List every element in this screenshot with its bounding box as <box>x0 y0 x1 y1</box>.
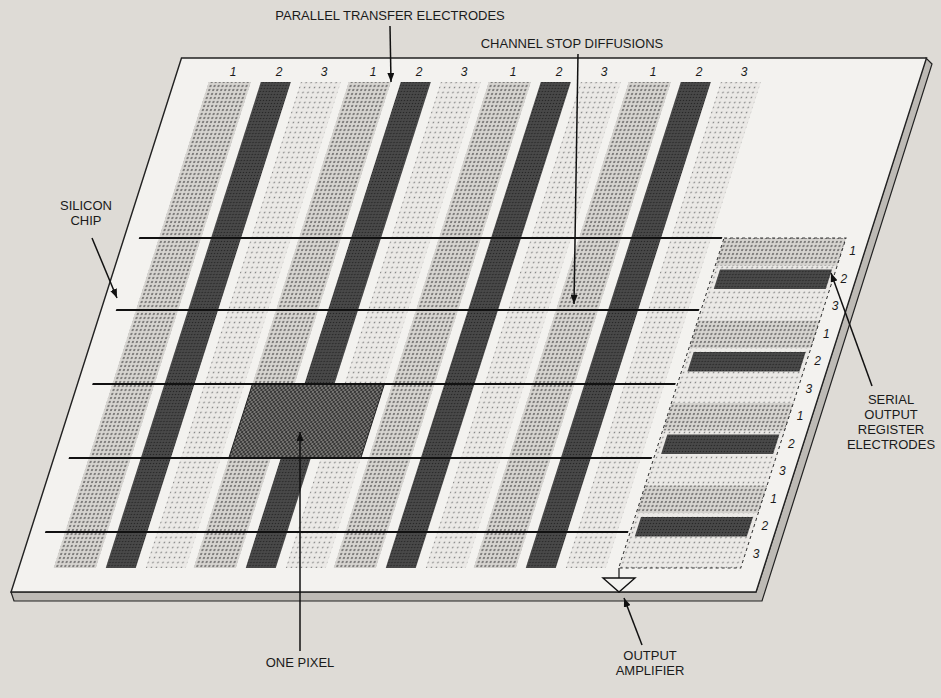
phase-number: 1 <box>230 66 237 79</box>
channel-stop <box>139 237 722 239</box>
serial-electrode-2 <box>635 517 753 537</box>
phase-number: 1 <box>650 66 657 79</box>
phase-number: 1 <box>770 493 777 506</box>
serial-electrode-1 <box>715 238 846 266</box>
phase-number: 1 <box>797 410 804 423</box>
chip-surface <box>11 58 926 592</box>
serial-electrode-2 <box>714 270 832 290</box>
amplifier-label: OUTPUT AMPLIFIER <box>604 648 696 678</box>
silicon-chip <box>11 58 926 592</box>
phase-number: 3 <box>601 66 608 79</box>
phase-number: 3 <box>832 300 839 313</box>
phase-number: 1 <box>849 245 856 258</box>
phase-number: 2 <box>276 66 283 79</box>
leader-arrow <box>390 26 391 82</box>
phase-number: 2 <box>814 355 821 368</box>
one-pixel <box>229 384 385 458</box>
channel-stop <box>45 531 628 533</box>
channel-stop <box>69 457 652 459</box>
phase-number: 1 <box>510 66 517 79</box>
phase-number: 2 <box>556 66 563 79</box>
leader-arrow <box>574 54 578 304</box>
leader-arrow <box>92 238 117 298</box>
leader-arrow <box>831 273 872 386</box>
phase-number: 2 <box>762 520 769 533</box>
chip-label: SILICON CHIP <box>50 198 122 228</box>
pixel-label: ONE PIXEL <box>266 655 335 670</box>
leader-arrow <box>299 432 301 651</box>
phase-number: 1 <box>370 66 377 79</box>
serial-electrode-1 <box>689 321 820 349</box>
serial-electrode-1 <box>636 486 767 514</box>
amplifier-symbol <box>603 578 635 592</box>
phase-number: 3 <box>741 66 748 79</box>
channel-stop <box>116 309 699 311</box>
serial-register <box>619 238 846 568</box>
phase-number: 2 <box>841 273 848 286</box>
amplifier-input <box>618 568 619 578</box>
electrode-label: PARALLEL TRANSFER ELECTRODES <box>275 8 505 23</box>
chip-edge <box>11 58 932 601</box>
serial-electrode-2 <box>661 435 779 455</box>
serial-electrode-1 <box>663 403 794 431</box>
leader-arrow <box>624 598 642 645</box>
phase-number: 2 <box>696 66 703 79</box>
channel-stop <box>92 383 675 385</box>
phase-number: 3 <box>461 66 468 79</box>
leader-lines <box>92 26 872 651</box>
channel-stop-label: CHANNEL STOP DIFFUSIONS <box>481 36 664 51</box>
serial-electrode-2 <box>687 352 805 372</box>
phase-number: 3 <box>753 548 760 561</box>
phase-number: 3 <box>321 66 328 79</box>
phase-number: 3 <box>779 465 786 478</box>
serial-outline <box>619 238 846 568</box>
phase-number: 2 <box>416 66 423 79</box>
phase-number: 2 <box>788 438 795 451</box>
serial-register-label: SERIAL OUTPUT REGISTER ELECTRODES <box>844 392 938 452</box>
phase-number: 3 <box>805 383 812 396</box>
phase-number: 1 <box>823 328 830 341</box>
